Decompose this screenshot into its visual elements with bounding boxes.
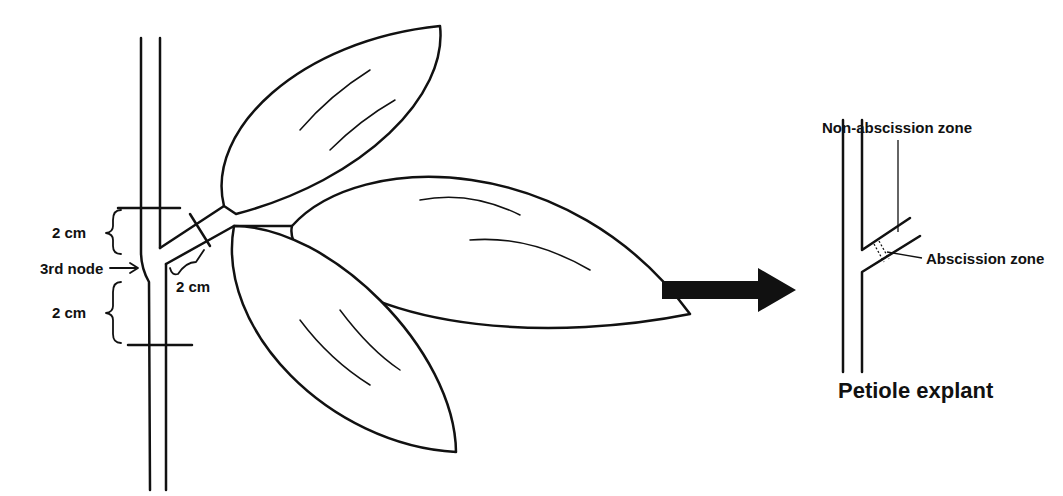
leaf-vein [420,197,520,215]
stem-line [862,120,910,250]
leader-line [897,140,898,232]
dimension-label: 2 cm [52,304,86,321]
stem-line [141,38,150,490]
leaf-vein [340,310,400,370]
leaf-vein [470,239,590,270]
stem-line [159,38,162,248]
dimension-label: 2 cm [52,224,86,241]
leaf-vein [300,320,370,385]
leader-line [887,252,922,258]
leaf [232,226,456,452]
abscission-zone-mark [874,244,884,262]
arrowhead [130,263,138,273]
cut-mark [128,344,192,347]
leaf-vein [300,70,370,130]
leaf-vein [330,100,395,150]
dimension-label: 2 cm [176,278,210,295]
petiole [160,206,224,248]
bracket [106,210,121,254]
zone-label: Non-abscission zone [822,119,972,136]
bracket [106,282,121,343]
stem-line [165,264,168,490]
stem-line [842,120,845,372]
leader-line [110,267,136,269]
zone-label: Abscission zone [926,250,1044,267]
process-arrow [662,268,796,312]
node-label: 3rd node [40,260,103,277]
bracket [170,250,204,274]
cut-mark [190,214,210,246]
panel-title: Petiole explant [838,378,993,403]
cut-mark [118,207,180,210]
abscission-zone-mark [879,241,889,259]
